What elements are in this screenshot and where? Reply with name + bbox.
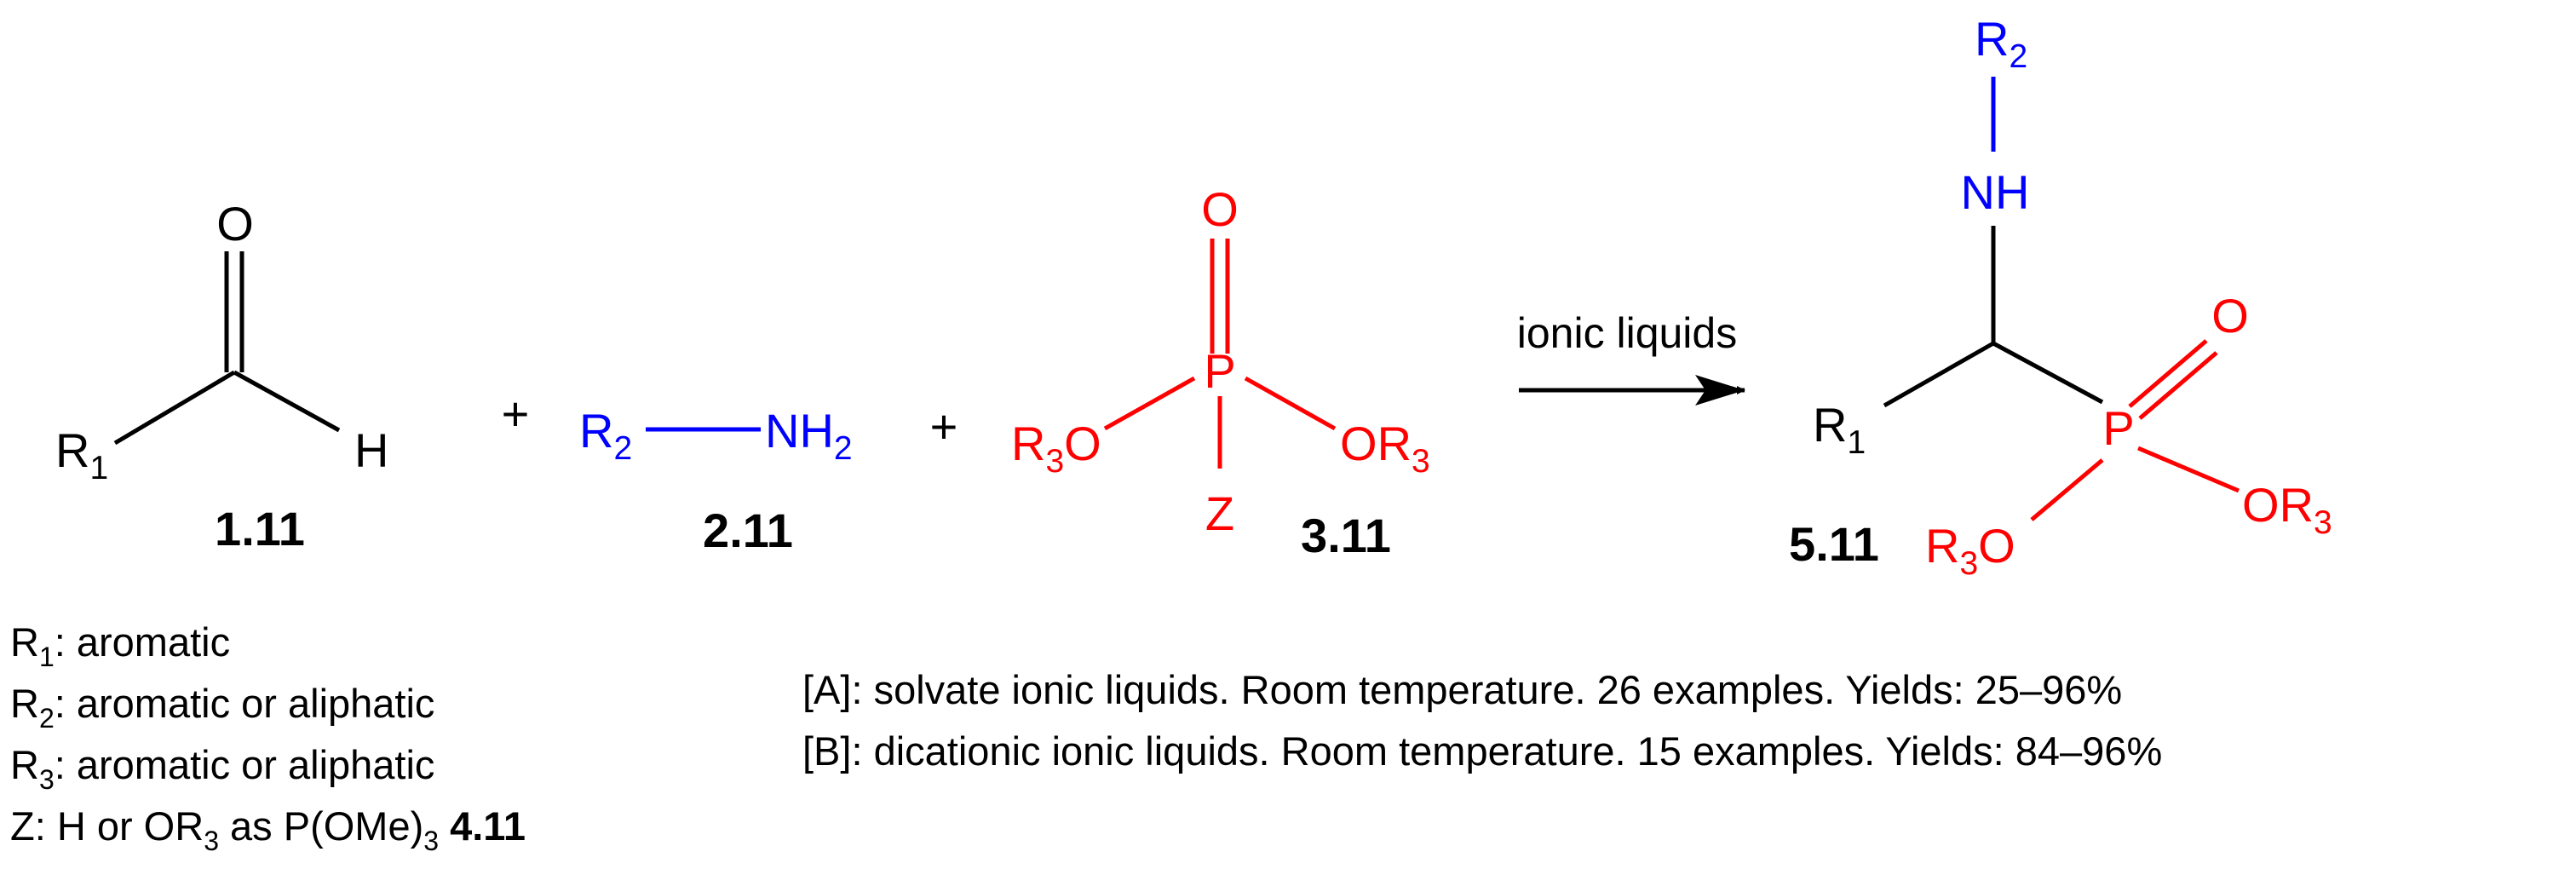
p-or3-left-bond xyxy=(1103,376,1196,431)
product-or3-right: OR3 xyxy=(2242,478,2332,541)
plus-sign-2: + xyxy=(930,400,958,453)
product-r2: R2 xyxy=(1975,12,2027,75)
amine-structure: R2 NH2 2.11 xyxy=(579,404,853,557)
plus-sign-1: + xyxy=(502,387,530,440)
legend-r3: R3: aromatic or aliphatic xyxy=(10,742,434,795)
c-h-bond xyxy=(233,370,341,433)
aldehyde-hydrogen: H xyxy=(354,423,388,477)
p-or3-lower-left-bond xyxy=(2030,458,2104,521)
phosphite-phosphorus: P xyxy=(1204,344,1235,398)
product-r1: R1 xyxy=(1813,398,1866,461)
amine-nh2: NH2 xyxy=(765,404,853,467)
arrow-condition-label: ionic liquids xyxy=(1517,309,1737,357)
legend-z: Z: H or OR3 as P(OMe)3 4.11 xyxy=(10,803,526,856)
phosphite-or3-right: OR3 xyxy=(1340,417,1430,480)
phosphite-oxygen: O xyxy=(1201,182,1239,236)
compound-label-5-11: 5.11 xyxy=(1789,517,1879,571)
legend-r2: R2: aromatic or aliphatic xyxy=(10,681,434,734)
reaction-conditions: [A]: solvate ionic liquids. Room tempera… xyxy=(802,667,2162,774)
reaction-arrow: ionic liquids xyxy=(1517,309,1745,406)
c-r1-product-bond xyxy=(1883,341,1995,408)
c-p-product-bond xyxy=(1992,341,2104,405)
product-phosphorus: P xyxy=(2102,401,2134,455)
compound-label-2-11: 2.11 xyxy=(703,504,793,557)
product-structure: R2 NH R1 P O R3O OR3 5.11 xyxy=(1789,12,2332,582)
condition-b: [B]: dicationic ionic liquids. Room temp… xyxy=(802,728,2162,774)
p-or3-lower-right-bond xyxy=(2137,446,2240,493)
phosphite-or3-left: R3O xyxy=(1011,417,1101,480)
product-oxygen: O xyxy=(2211,289,2249,342)
aldehyde-r1: R1 xyxy=(55,423,108,486)
arrow-head xyxy=(1695,375,1745,406)
phosphite-structure: O P R3O OR3 Z 3.11 xyxy=(1011,182,1430,562)
legend-r1: R1: aromatic xyxy=(10,619,230,672)
aldehyde-oxygen: O xyxy=(216,197,254,250)
p-o-double-product-upper xyxy=(2128,339,2208,408)
condition-a: [A]: solvate ionic liquids. Room tempera… xyxy=(802,667,2122,712)
product-or3-left: R3O xyxy=(1925,519,2015,582)
c-r1-bond xyxy=(113,370,236,446)
aldehyde-structure: O H R1 1.11 xyxy=(55,197,388,555)
compound-label-1-11: 1.11 xyxy=(215,502,305,555)
p-or3-right-bond xyxy=(1244,376,1337,431)
substituent-legend: R1: aromatic R2: aromatic or aliphatic R… xyxy=(10,619,526,856)
phosphite-z: Z xyxy=(1205,486,1234,540)
compound-label-3-11: 3.11 xyxy=(1301,509,1391,562)
amine-r2: R2 xyxy=(579,404,632,467)
p-o-double-product-lower xyxy=(2138,351,2218,420)
product-nh: NH xyxy=(1961,165,2030,219)
